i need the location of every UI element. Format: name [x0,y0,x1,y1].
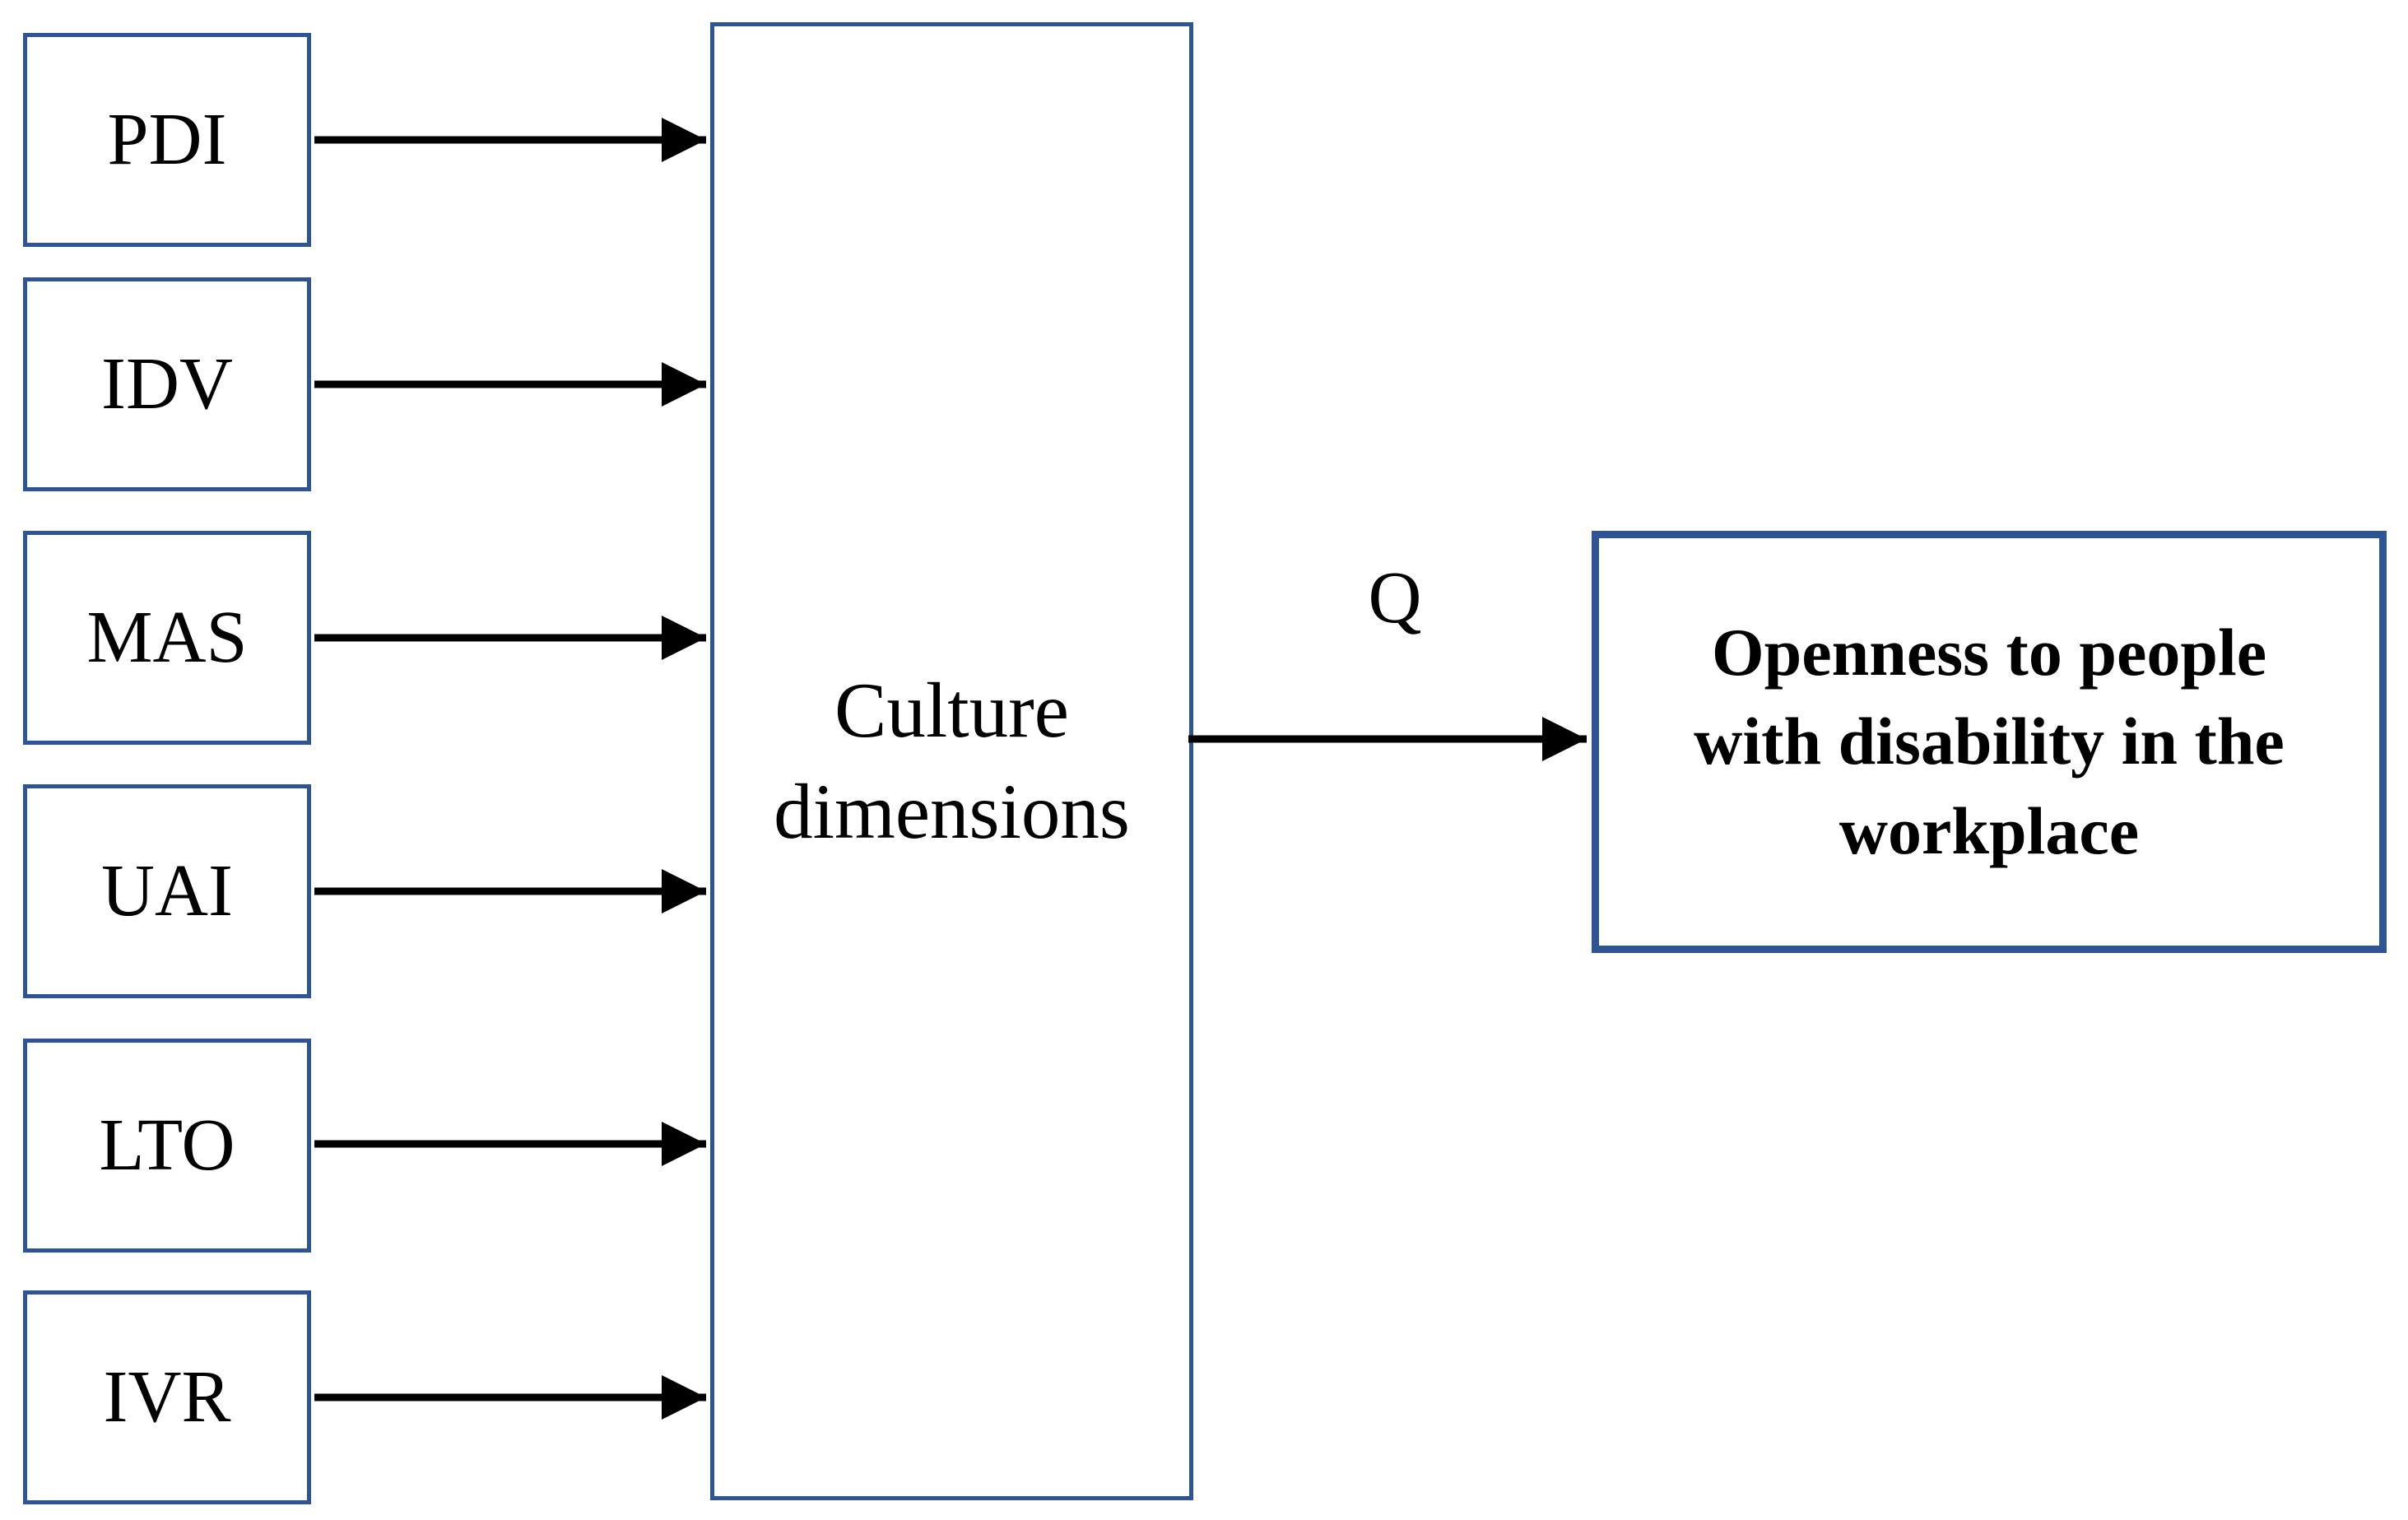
input-box-uai: UAI [23,784,311,998]
input-box-ivr: IVR [23,1290,311,1504]
outcome-box-line-3: workplace [1839,793,2140,868]
input-box-pdi: PDI [23,33,311,247]
input-box-idv-label: IDV [101,343,233,425]
path-label-q: Q [1368,557,1422,639]
outcome-box-line-1: Openness to people [1711,615,2267,690]
input-box-ivr-label: IVR [103,1356,231,1438]
mediator-box-label: Culture dimensions [774,666,1130,856]
outcome-box-openness: Openness to people with disability in th… [1592,531,2387,953]
input-box-lto-label: LTO [99,1104,235,1186]
input-box-uai-label: UAI [101,850,233,932]
input-box-lto: LTO [23,1039,311,1253]
mediator-box-culture-dimensions: Culture dimensions [710,22,1193,1500]
input-box-idv: IDV [23,277,311,491]
outcome-box-line-2: with disability in the [1694,704,2285,779]
input-box-pdi-label: PDI [107,99,227,180]
input-box-mas: MAS [23,531,311,745]
input-box-mas-label: MAS [86,597,248,678]
